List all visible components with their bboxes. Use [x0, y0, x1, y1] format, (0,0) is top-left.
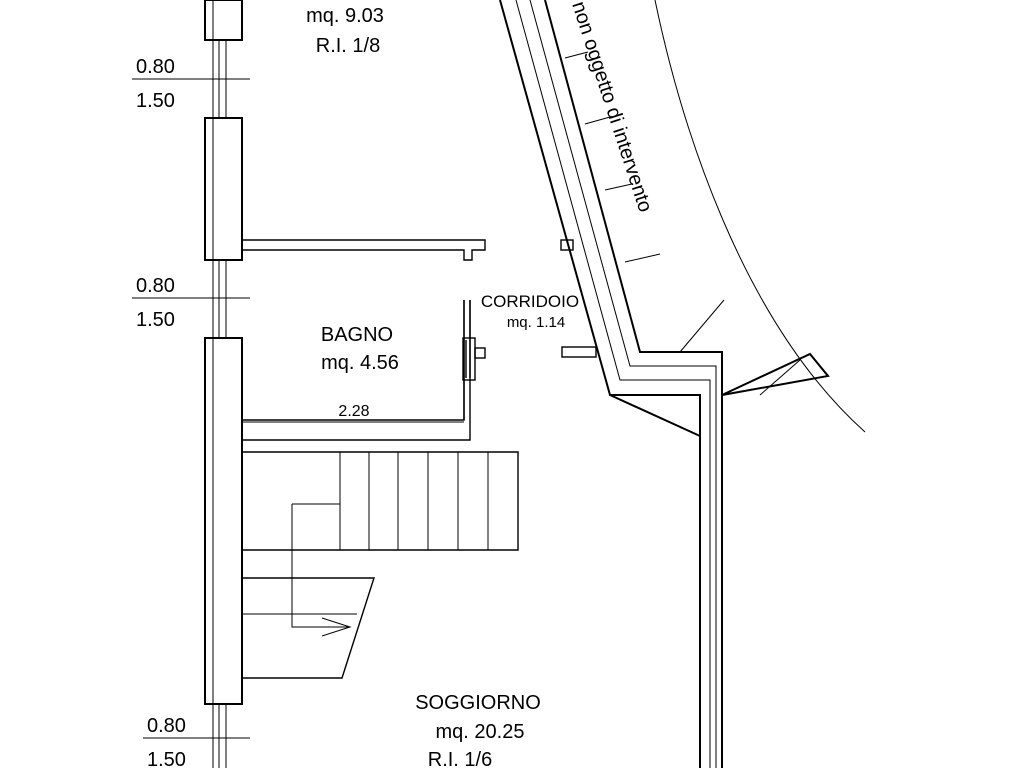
room-area-label: mq. 4.56: [321, 352, 399, 374]
window-sill-label: 0.80: [147, 715, 186, 737]
room-top: mq. 9.03 R.I. 1/8: [306, 5, 384, 57]
room-area-label: mq. 1.14: [507, 314, 565, 331]
room-name-label: SOGGIORNO: [415, 692, 541, 714]
staircase: [242, 451, 519, 679]
window-height-label: 1.50: [147, 749, 186, 768]
room-bagno: BAGNO mq. 4.56 2.28: [321, 324, 399, 420]
partition-top-bathroom: [242, 239, 574, 261]
window-sill-label: 0.80: [136, 275, 175, 297]
room-area-label: mq. 9.03: [306, 5, 384, 27]
window-height-label: 1.50: [136, 309, 175, 331]
window-annotation-3: 0.80 1.50: [143, 715, 250, 768]
left-exterior-wall: [204, 0, 243, 705]
right-exterior-wall: [499, 0, 830, 768]
room-width-label: 2.28: [338, 403, 369, 420]
excluded-area-label: non oggetto di intervento: [567, 0, 656, 215]
room-soggiorno: SOGGIORNO mq. 20.25 R.I. 1/6: [415, 692, 541, 768]
window-annotation-2: 0.80 1.50: [132, 275, 250, 331]
room-name-label: BAGNO: [321, 324, 393, 346]
room-area-label: mq. 20.25: [436, 721, 525, 743]
window-annotation-1: 0.80 1.50: [132, 56, 250, 112]
window-height-label: 1.50: [136, 90, 175, 112]
window-sill-label: 0.80: [136, 56, 175, 78]
room-ri-label: R.I. 1/6: [428, 749, 492, 768]
room-ri-label: R.I. 1/8: [316, 35, 380, 57]
partition-bottom-bathroom: [242, 300, 471, 441]
window-opening-2: [205, 259, 242, 338]
window-opening-3: [205, 703, 242, 768]
room-name-label: CORRIDOIO: [481, 292, 579, 311]
room-corridoio: CORRIDOIO mq. 1.14: [481, 292, 579, 331]
